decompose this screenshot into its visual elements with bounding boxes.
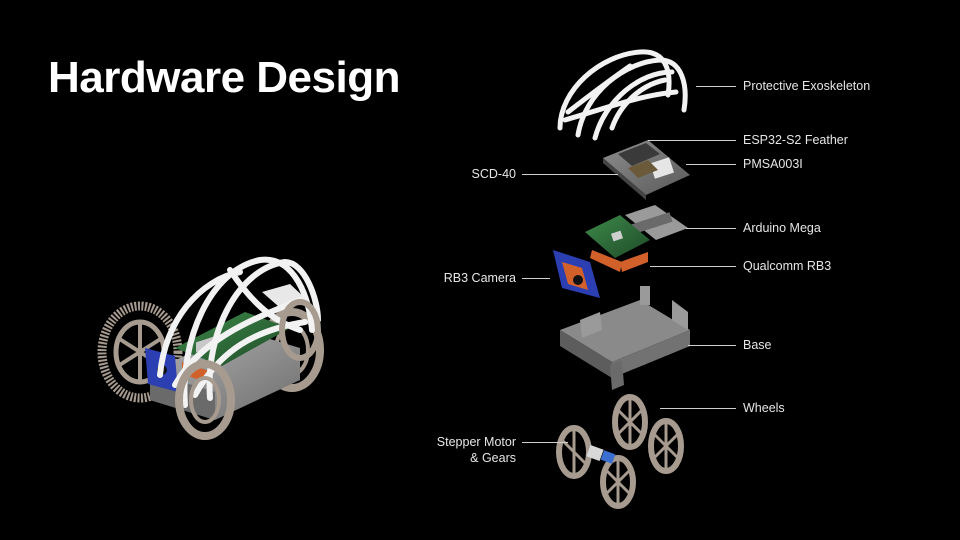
label-stepper-motor-line1: Stepper Motor: [436, 435, 516, 449]
label-protective-exoskeleton: Protective Exoskeleton: [743, 79, 871, 93]
slide-title: Hardware Design: [48, 53, 400, 102]
wheel-front-right: [279, 299, 321, 361]
label-qualcomm-rb3: Qualcomm RB3: [743, 259, 832, 273]
callout-line-arduino: [686, 228, 736, 229]
label-pmsa003i: PMSA003I: [743, 157, 803, 171]
label-wheels: Wheels: [743, 401, 785, 415]
assembled-robot: [97, 256, 324, 440]
label-esp32-feather: ESP32-S2 Feather: [743, 133, 848, 147]
callout-line-pmsa: [686, 164, 736, 165]
callout-line-stepper: [522, 442, 568, 443]
label-stepper-motor: Stepper Motor & Gears: [437, 434, 516, 466]
robot-exoskeleton: [157, 256, 321, 408]
callout-line-base: [688, 345, 736, 346]
callout-line-camera: [522, 278, 550, 279]
callout-line-esp32: [648, 140, 736, 141]
label-base: Base: [743, 338, 772, 352]
exploded-wheels: [556, 394, 684, 509]
callout-line-qualcomm: [650, 266, 736, 267]
exploded-rb3-camera: [553, 250, 600, 298]
exploded-wheel-top: [612, 394, 648, 450]
exploded-wheel-bottom: [600, 455, 636, 509]
exploded-wheel-left: [556, 425, 592, 479]
label-rb3-camera: RB3 Camera: [443, 271, 516, 285]
exploded-compute-boards: [585, 205, 688, 272]
exploded-sensor-plate: [603, 140, 690, 200]
exploded-base: [560, 286, 690, 390]
label-scd40: SCD-40: [471, 167, 516, 181]
callout-line-exoskeleton: [696, 86, 736, 87]
label-stepper-motor-line2: & Gears: [470, 451, 516, 465]
exploded-stepper-motor: [586, 444, 616, 464]
label-arduino-mega: Arduino Mega: [743, 221, 821, 235]
wheel-front-left: [175, 360, 235, 440]
exploded-exoskeleton: [557, 49, 688, 141]
exploded-wheel-right: [648, 418, 684, 474]
callout-line-scd40: [522, 174, 618, 175]
callout-line-wheels: [660, 408, 736, 409]
